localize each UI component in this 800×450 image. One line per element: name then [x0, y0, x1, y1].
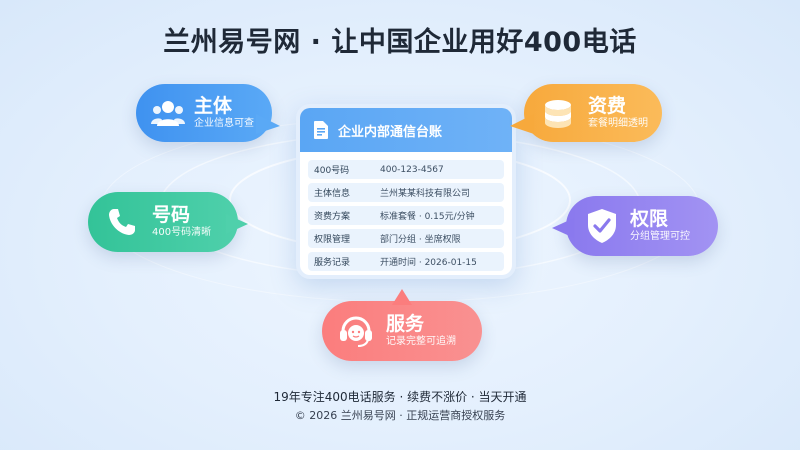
footer-copyright: © 2026 兰州易号网 · 正规运营商授权服务 [294, 409, 506, 422]
footer-tagline: 19年专注400电话服务 · 续费不涨价 · 当天开通 [273, 390, 527, 404]
ledger-row: 服务记录 开通时间 · 2026-01-15 [308, 252, 504, 271]
ledger-card: 企业内部通信台账 400号码 400-123-4567 主体信息 兰州某某科技有… [296, 104, 516, 279]
fee-bubble-tail [510, 114, 534, 134]
entity-title: 主体 [194, 95, 233, 117]
users-icon [148, 93, 188, 133]
ledger-row-value: 开通时间 · 2026-01-15 [380, 258, 477, 268]
entity-bubble-tail [256, 114, 280, 134]
ledger-row: 权限管理 部门分组 · 坐席权限 [308, 229, 504, 248]
ledger-row-value: 部门分组 · 坐席权限 [380, 235, 461, 245]
permission-bubble: 权限 分组管理可控 [552, 196, 718, 256]
number-subtitle: 400号码清晰 [152, 227, 212, 238]
service-bubble: 服务 记录完整可追溯 [322, 289, 482, 361]
service-bubble-tail [392, 289, 412, 305]
permission-subtitle: 分组管理可控 [630, 231, 690, 242]
fee-title: 资费 [588, 95, 627, 117]
service-subtitle: 记录完整可追溯 [386, 336, 456, 347]
ledger-row: 资费方案 标准套餐 · 0.15元/分钟 [308, 206, 504, 225]
ledger-row-value: 标准套餐 · 0.15元/分钟 [380, 212, 475, 222]
ledger-card-title: 企业内部通信台账 [338, 124, 443, 140]
ledger-row-key: 资费方案 [314, 212, 351, 222]
entity-subtitle: 企业信息可查 [194, 118, 254, 129]
coins-icon [538, 93, 578, 133]
document-icon [314, 121, 328, 139]
shield-check-icon [582, 206, 622, 246]
service-title: 服务 [386, 313, 425, 335]
number-bubble-tail [226, 214, 248, 234]
ledger-row-key: 服务记录 [314, 258, 351, 268]
permission-title: 权限 [630, 208, 669, 230]
ledger-row-key: 400号码 [314, 166, 350, 176]
ledger-card-header: 企业内部通信台账 [300, 108, 512, 152]
ledger-row: 主体信息 兰州某某科技有限公司 [308, 183, 504, 202]
ledger-row-key: 主体信息 [314, 189, 351, 199]
entity-bubble: 主体 企业信息可查 [136, 84, 280, 142]
ledger-row-value: 400-123-4567 [380, 164, 444, 175]
number-bubble: 号码 400号码清晰 [88, 192, 248, 252]
fee-subtitle: 套餐明细透明 [588, 118, 648, 129]
ledger-row-value: 兰州某某科技有限公司 [380, 189, 471, 199]
headset-icon [336, 311, 376, 351]
page-title: 兰州易号网 · 让中国企业用好400电话 [163, 27, 637, 58]
phone-icon [102, 202, 142, 242]
ledger-row: 400号码 400-123-4567 [308, 160, 504, 179]
fee-bubble: 资费 套餐明细透明 [510, 84, 662, 142]
ledger-row-key: 权限管理 [314, 235, 351, 245]
number-title: 号码 [152, 204, 191, 226]
permission-bubble-tail [552, 218, 574, 238]
